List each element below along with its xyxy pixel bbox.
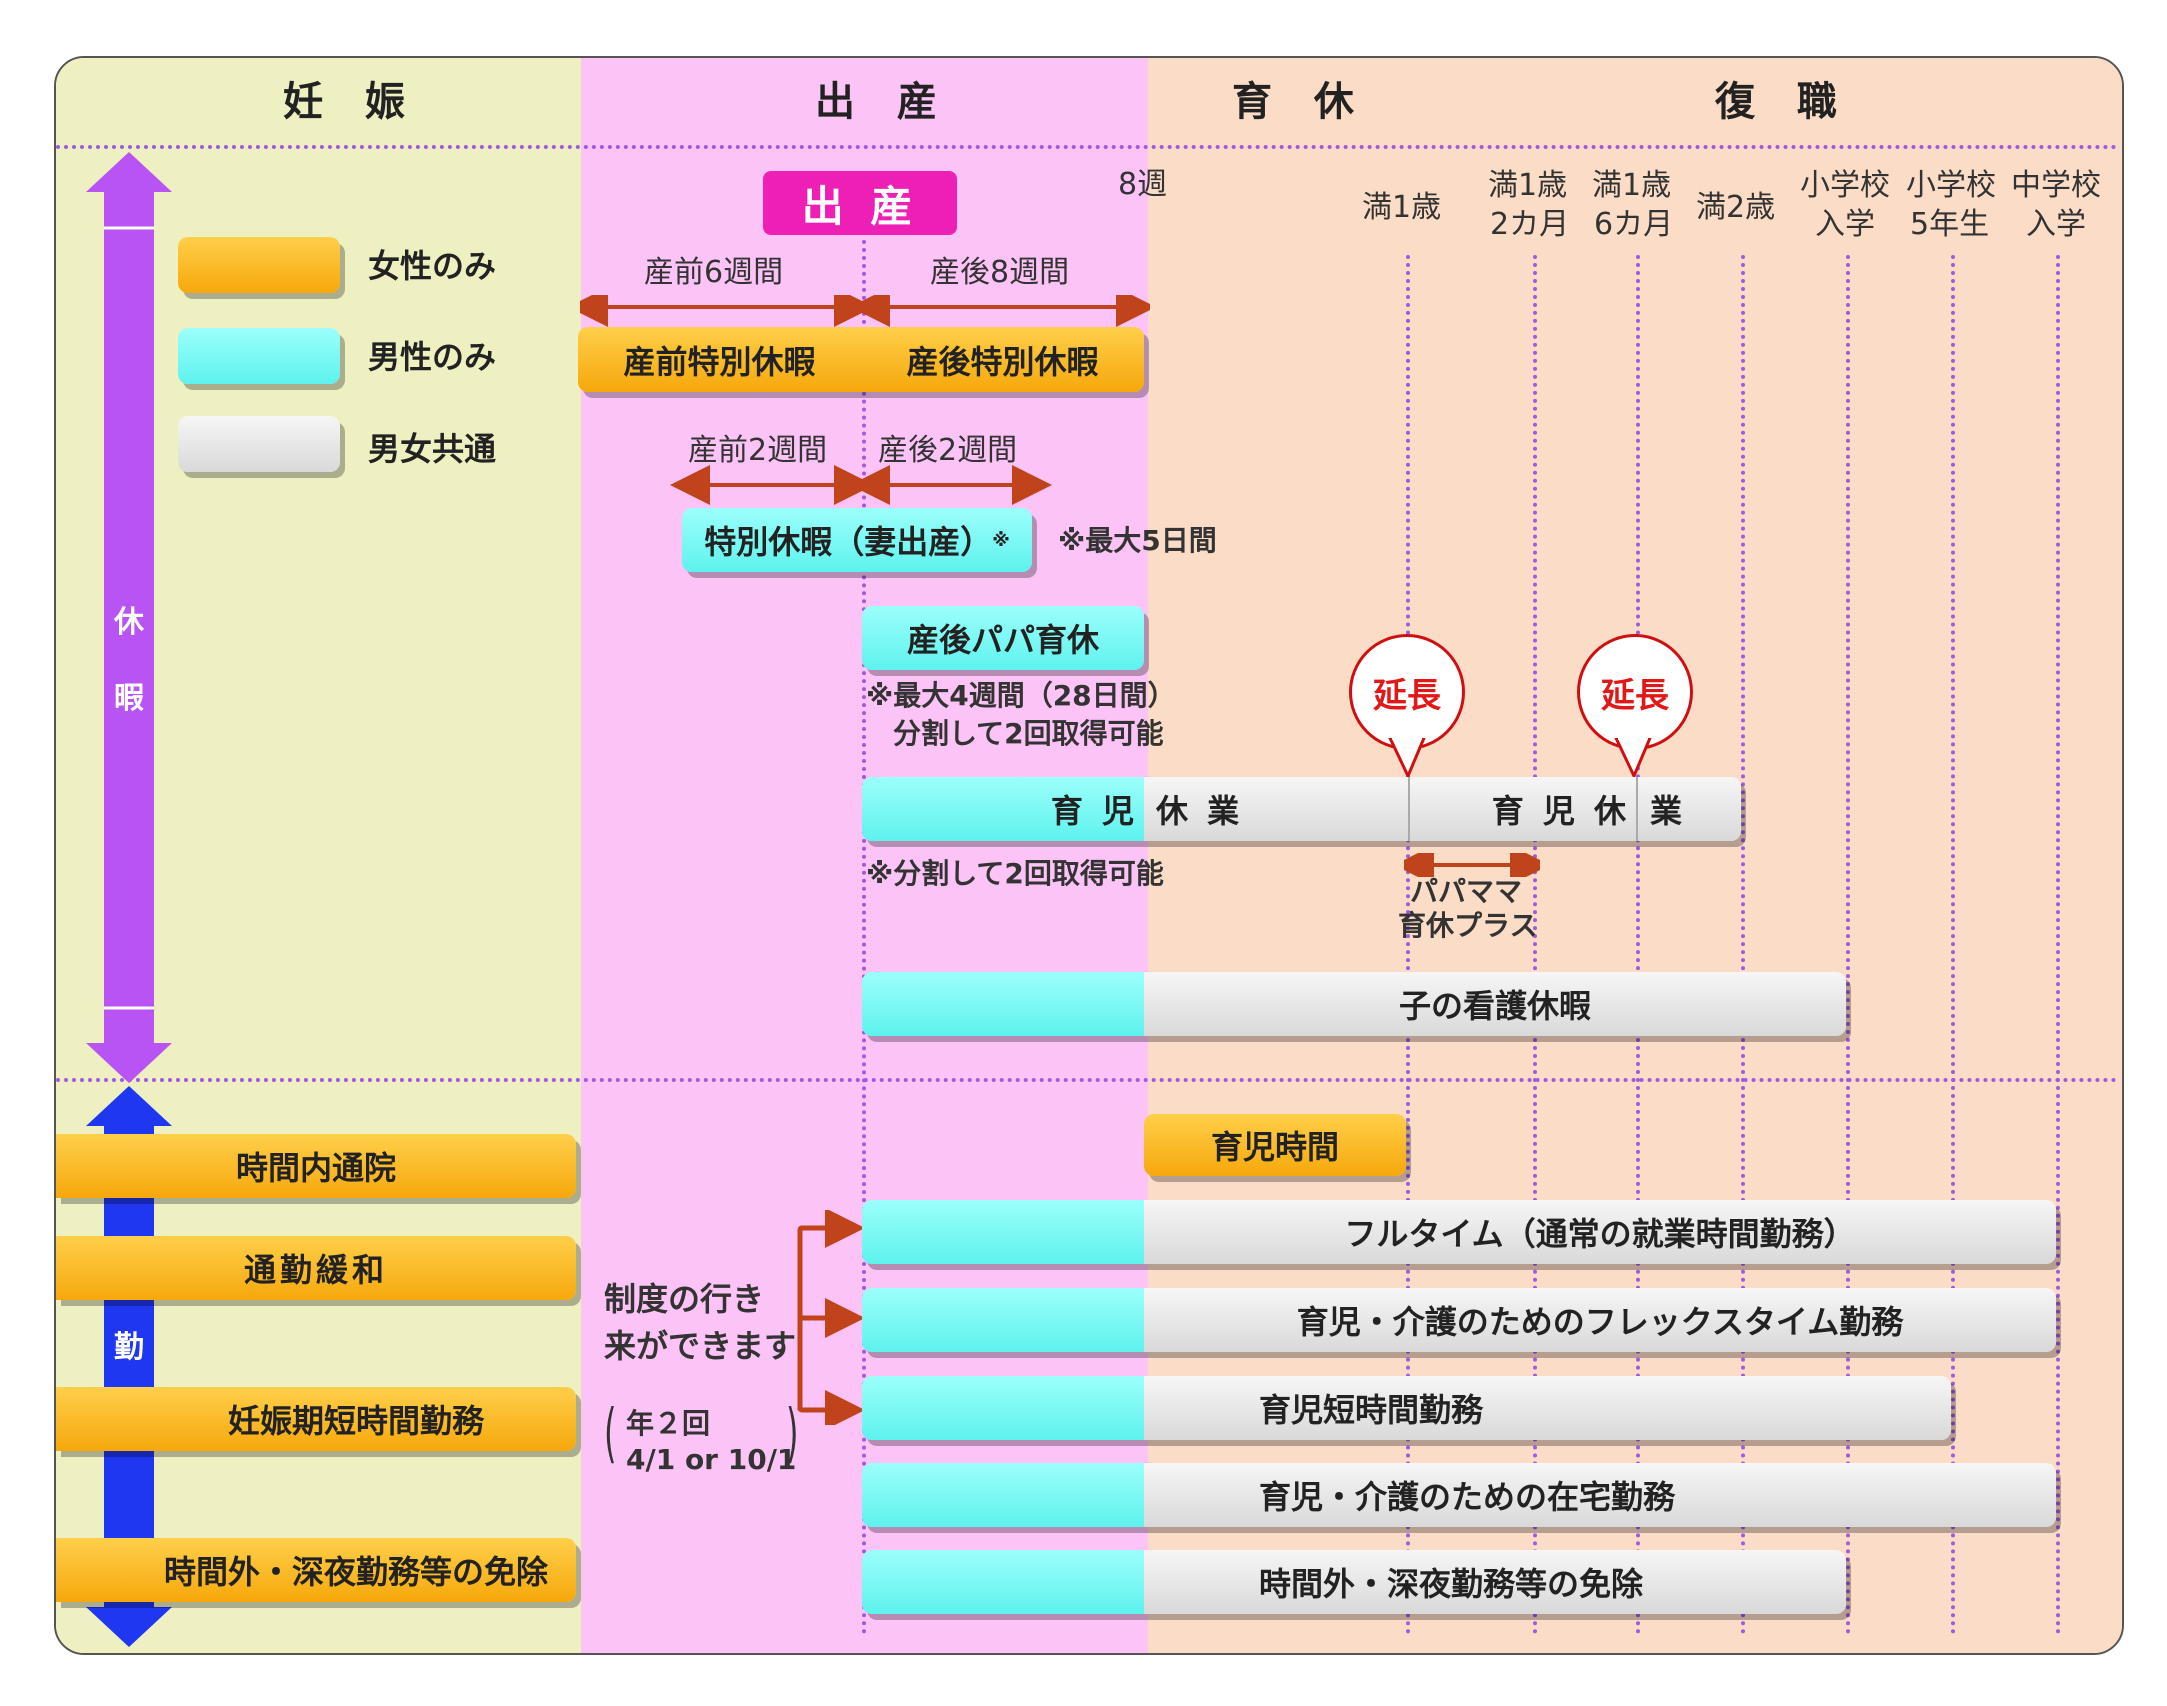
childcare-extension-segment: 育 児 休 bbox=[1408, 777, 1636, 841]
switch-note-line2: 来ができます bbox=[604, 1327, 797, 1365]
papa-leave-bar: 産後パパ育休 bbox=[862, 606, 1144, 670]
milestone-line-elem bbox=[1846, 255, 1850, 1635]
childcare-extension2-segment: 業 bbox=[1636, 777, 1741, 841]
milestone-2y: 満2歳 bbox=[1696, 190, 1776, 225]
switch-paren-line2: 4/1 or 10/1 bbox=[626, 1443, 797, 1476]
milestone-5th: 小学校 bbox=[1906, 168, 1996, 203]
switch-paren-line1: 年２回 bbox=[626, 1407, 711, 1440]
exempt-bar: 時間外・深夜勤務等の免除 bbox=[1144, 1550, 1846, 1614]
commute-relief-bar: 通勤緩和 bbox=[56, 1236, 576, 1300]
milestone-line-1y bbox=[1406, 255, 1410, 1635]
period-arrows bbox=[580, 295, 1150, 505]
fulltime-male-segment bbox=[862, 1200, 1144, 1264]
pregnancy-overtime-exempt-bar: 時間外・深夜勤務等の免除 bbox=[56, 1538, 576, 1602]
header-return: 復 職 bbox=[1715, 79, 1851, 125]
pre6-label: 産前6週間 bbox=[644, 255, 784, 290]
milestone-line-jhs bbox=[2056, 255, 2060, 1635]
switch-paren-right: ) bbox=[786, 1397, 799, 1471]
milestone-elem-sub: 入学 bbox=[1815, 207, 1875, 242]
leave-axis-arrow bbox=[86, 152, 172, 1083]
switch-bracket-arrows bbox=[797, 1210, 865, 1425]
childcare-label-part1: 育 児 bbox=[1050, 792, 1138, 830]
remote-bar: 育児・介護のための在宅勤務 bbox=[1144, 1463, 2056, 1527]
switch-paren-left: ( bbox=[604, 1397, 617, 1471]
maternity-pre-label: 産前特別休暇 bbox=[623, 342, 816, 381]
spouse-birth-leave-bar: 特別休暇（妻出産）※ bbox=[682, 508, 1032, 572]
spouse-birth-label: 特別休暇（妻出産） bbox=[704, 523, 993, 561]
milestone-1y2m: 満1歳 bbox=[1488, 168, 1568, 203]
milestone-1y: 満1歳 bbox=[1362, 190, 1442, 225]
papa-note-1: ※最大4週間（28日間） bbox=[866, 679, 1176, 712]
extend-bubble-1: 延長 bbox=[1349, 634, 1465, 750]
flex-male-segment bbox=[862, 1288, 1144, 1352]
nursing-leave-bar: 子の看護休暇 bbox=[1144, 972, 1846, 1036]
papamama-arrow bbox=[1404, 853, 1540, 877]
short-hours-bar: 育児短時間勤務 bbox=[1144, 1376, 1951, 1440]
milestone-jhs-sub: 入学 bbox=[2026, 207, 2086, 242]
milestone-elem: 小学校 bbox=[1800, 168, 1890, 203]
work-axis-arrow bbox=[86, 1086, 172, 1647]
milestone-1y2m-sub: 2カ月 bbox=[1490, 207, 1570, 242]
extend-bubble-2: 延長 bbox=[1577, 634, 1693, 750]
hospital-visit-bar: 時間内通院 bbox=[56, 1134, 576, 1198]
papamama-label-1: パパママ bbox=[1410, 875, 1523, 908]
milestone-1y6m: 満1歳 bbox=[1592, 168, 1672, 203]
legend-swatch-female bbox=[178, 237, 340, 293]
leave-work-divider bbox=[56, 1078, 2118, 1082]
post2-label: 産後2週間 bbox=[878, 433, 1018, 468]
header-childcare-leave: 育 休 bbox=[1232, 79, 1368, 125]
milestone-jhs: 中学校 bbox=[2011, 168, 2101, 203]
short-hours-male-segment bbox=[862, 1376, 1144, 1440]
birth-badge: 出 産 bbox=[763, 171, 957, 235]
childcare-label-part2: 休 業 bbox=[1156, 792, 1244, 830]
legend-both-label: 男女共通 bbox=[368, 430, 497, 468]
childcare-leave-male-segment: 育 児 bbox=[862, 777, 1144, 841]
spouse-birth-mark: ※ bbox=[992, 529, 1010, 551]
flex-bar: 育児・介護のためのフレックスタイム勤務 bbox=[1144, 1288, 2056, 1352]
legend-swatch-both bbox=[178, 416, 340, 472]
extend-bubble-2-tail bbox=[1614, 738, 1652, 778]
maternity-post-label: 産後特別休暇 bbox=[906, 342, 1099, 381]
childcare-label-part3: 育 児 休 bbox=[1491, 792, 1630, 830]
milestone-5th-sub: 5年生 bbox=[1910, 207, 1990, 242]
pre2-label: 産前2週間 bbox=[688, 433, 828, 468]
birth-line bbox=[862, 240, 866, 1635]
nursing-leave-male-segment bbox=[862, 972, 1144, 1036]
childcare-leave-segment: 休 業 bbox=[1144, 777, 1408, 841]
legend-male-label: 男性のみ bbox=[368, 338, 497, 376]
milestone-1y6m-sub: 6カ月 bbox=[1594, 207, 1674, 242]
papamama-label-2: 育休プラス bbox=[1398, 909, 1538, 942]
childcare-note: ※分割して2回取得可能 bbox=[866, 857, 1164, 890]
week8-label: 8週 bbox=[1118, 167, 1168, 202]
pregnancy-short-hours-bar: 妊娠期短時間勤務 bbox=[56, 1387, 576, 1451]
milestone-line-1y2m bbox=[1533, 255, 1537, 1635]
header-pregnancy: 妊 娠 bbox=[283, 79, 419, 125]
legend-female-label: 女性のみ bbox=[368, 247, 497, 285]
papa-note-2: 分割して2回取得可能 bbox=[893, 717, 1164, 750]
fulltime-bar: フルタイム（通常の就業時間勤務） bbox=[1144, 1200, 2056, 1264]
milestone-line-2y bbox=[1741, 255, 1745, 1635]
spouse-birth-note: ※最大5日間 bbox=[1058, 524, 1217, 557]
milestone-line-1y6m bbox=[1636, 255, 1640, 1635]
childcare-label-part4: 業 bbox=[1650, 792, 1683, 830]
header-divider bbox=[56, 145, 2118, 149]
header-birth: 出 産 bbox=[815, 79, 951, 125]
exempt-male-segment bbox=[862, 1550, 1144, 1614]
nursing-time-bar: 育児時間 bbox=[1144, 1114, 1406, 1176]
extend-bubble-1-tail bbox=[1388, 738, 1426, 778]
switch-note-line1: 制度の行き bbox=[604, 1280, 765, 1318]
maternity-leave-bar: 産前特別休暇 産後特別休暇 bbox=[578, 327, 1144, 392]
remote-male-segment bbox=[862, 1463, 1144, 1527]
leave-axis-label: 休暇 bbox=[114, 605, 144, 716]
post8-label: 産後8週間 bbox=[930, 255, 1070, 290]
legend-swatch-male bbox=[178, 328, 340, 384]
milestone-line-5th bbox=[1951, 255, 1955, 1635]
